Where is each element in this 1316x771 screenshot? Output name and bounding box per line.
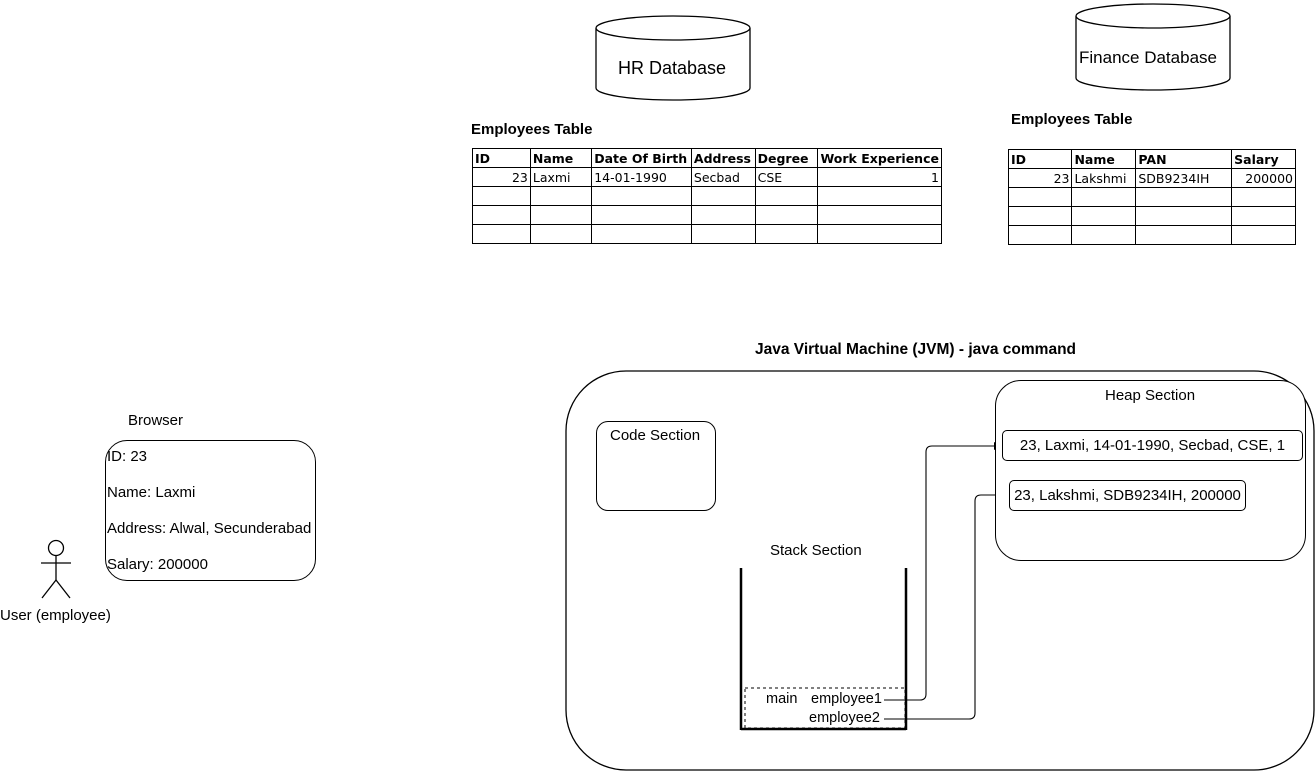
table-cell bbox=[1135, 206, 1233, 226]
employee1-reference-arrow bbox=[884, 442, 1002, 701]
finance-employees-table: ID Name PAN Salary 23 Lakshmi SDB9234IH … bbox=[1007, 149, 1296, 245]
table-cell bbox=[754, 205, 819, 225]
heap-object-employee2: 23, Lakshmi, SDB9234IH, 200000 bbox=[1009, 480, 1246, 511]
column-header: ID bbox=[1007, 149, 1073, 169]
table-cell: 14-01-1990 bbox=[591, 167, 692, 187]
browser-box bbox=[105, 440, 316, 581]
table-cell bbox=[754, 186, 819, 206]
hr-table-title: Employees Table bbox=[471, 121, 593, 138]
browser-line: Salary: 200000 bbox=[107, 556, 208, 573]
table-row bbox=[1007, 187, 1296, 207]
jvm-title: Java Virtual Machine (JVM) - java comman… bbox=[755, 341, 1077, 358]
table-cell bbox=[529, 224, 593, 244]
table-cell: 23 bbox=[1007, 168, 1073, 188]
table-row bbox=[472, 186, 942, 206]
table-row bbox=[1007, 206, 1296, 226]
column-header: Degree bbox=[754, 148, 819, 168]
heap-section-label: Heap Section bbox=[1105, 387, 1196, 404]
table-cell bbox=[1071, 206, 1137, 226]
browser-line: Address: Alwal, Secunderabad bbox=[107, 520, 312, 537]
stack-var-employee1: employee1 bbox=[811, 691, 882, 707]
hr-database-label: HR Database bbox=[618, 58, 727, 78]
table-cell bbox=[1007, 206, 1073, 226]
table-cell bbox=[1007, 225, 1073, 245]
stack-frame-method: main bbox=[766, 691, 798, 707]
table-cell: CSE bbox=[754, 167, 819, 187]
stack-var-employee2: employee2 bbox=[809, 710, 880, 726]
table-cell bbox=[591, 186, 692, 206]
table-cell bbox=[690, 205, 756, 225]
browser-line: Name: Laxmi bbox=[107, 484, 196, 501]
stack-walls bbox=[739, 568, 908, 731]
table-cell bbox=[817, 224, 942, 244]
code-section-label: Code Section bbox=[610, 427, 701, 444]
table-row: 23 Lakshmi SDB9234IH 200000 bbox=[1007, 168, 1296, 188]
table-cell bbox=[1231, 206, 1296, 226]
stack-frame-main bbox=[744, 687, 906, 729]
table-cell: Secbad bbox=[690, 167, 756, 187]
table-header-row: ID Name Date Of Birth Address Degree Wor… bbox=[472, 148, 942, 168]
table-row: 23 Laxmi 14-01-1990 Secbad CSE 1 bbox=[472, 167, 942, 187]
column-header: PAN bbox=[1135, 149, 1233, 169]
table-cell: 200000 bbox=[1231, 168, 1296, 188]
table-row bbox=[1007, 225, 1296, 245]
code-section-box bbox=[596, 421, 716, 511]
table-cell bbox=[1231, 225, 1296, 245]
table-cell bbox=[472, 224, 531, 244]
column-header: Salary bbox=[1231, 149, 1296, 169]
table-row bbox=[472, 205, 942, 225]
finance-table-title: Employees Table bbox=[1011, 111, 1133, 128]
table-cell bbox=[817, 205, 942, 225]
table-cell bbox=[754, 224, 819, 244]
table-header-row: ID Name PAN Salary bbox=[1007, 149, 1296, 169]
finance-database-cylinder bbox=[1075, 3, 1231, 91]
browser-line: ID: 23 bbox=[107, 448, 148, 465]
stack-section-label: Stack Section bbox=[770, 542, 862, 559]
table-cell: Lakshmi bbox=[1071, 168, 1137, 188]
table-cell bbox=[690, 186, 756, 206]
table-cell bbox=[472, 205, 531, 225]
column-header: Work Experience bbox=[817, 148, 942, 168]
employee2-reference-arrow bbox=[884, 491, 1009, 720]
table-cell bbox=[591, 224, 692, 244]
table-cell bbox=[817, 186, 942, 206]
column-header: Date Of Birth bbox=[591, 148, 692, 168]
table-cell: 1 bbox=[817, 167, 942, 187]
finance-database-label: Finance Database bbox=[1079, 48, 1217, 67]
heap-section-box bbox=[995, 380, 1306, 561]
table-cell bbox=[529, 186, 593, 206]
table-cell bbox=[591, 205, 692, 225]
table-cell bbox=[1071, 225, 1137, 245]
table-cell bbox=[1135, 187, 1233, 207]
column-header: ID bbox=[472, 148, 531, 168]
browser-label: Browser bbox=[128, 412, 184, 429]
table-cell bbox=[1135, 225, 1233, 245]
heap-object-employee1: 23, Laxmi, 14-01-1990, Secbad, CSE, 1 bbox=[1002, 430, 1303, 461]
table-cell bbox=[1007, 187, 1073, 207]
table-cell bbox=[529, 205, 593, 225]
column-header: Name bbox=[529, 148, 593, 168]
table-cell: SDB9234IH bbox=[1135, 168, 1233, 188]
hr-database-cylinder bbox=[595, 15, 751, 101]
hr-employees-table: ID Name Date Of Birth Address Degree Wor… bbox=[472, 148, 942, 244]
user-label: User (employee) bbox=[0, 607, 111, 624]
column-header: Name bbox=[1071, 149, 1137, 169]
table-cell bbox=[472, 186, 531, 206]
table-cell: Laxmi bbox=[529, 167, 593, 187]
table-row bbox=[472, 224, 942, 244]
user-actor-icon bbox=[41, 539, 71, 599]
table-cell: 23 bbox=[472, 167, 531, 187]
table-cell bbox=[1231, 187, 1296, 207]
column-header: Address bbox=[690, 148, 756, 168]
table-cell bbox=[690, 224, 756, 244]
table-cell bbox=[1071, 187, 1137, 207]
